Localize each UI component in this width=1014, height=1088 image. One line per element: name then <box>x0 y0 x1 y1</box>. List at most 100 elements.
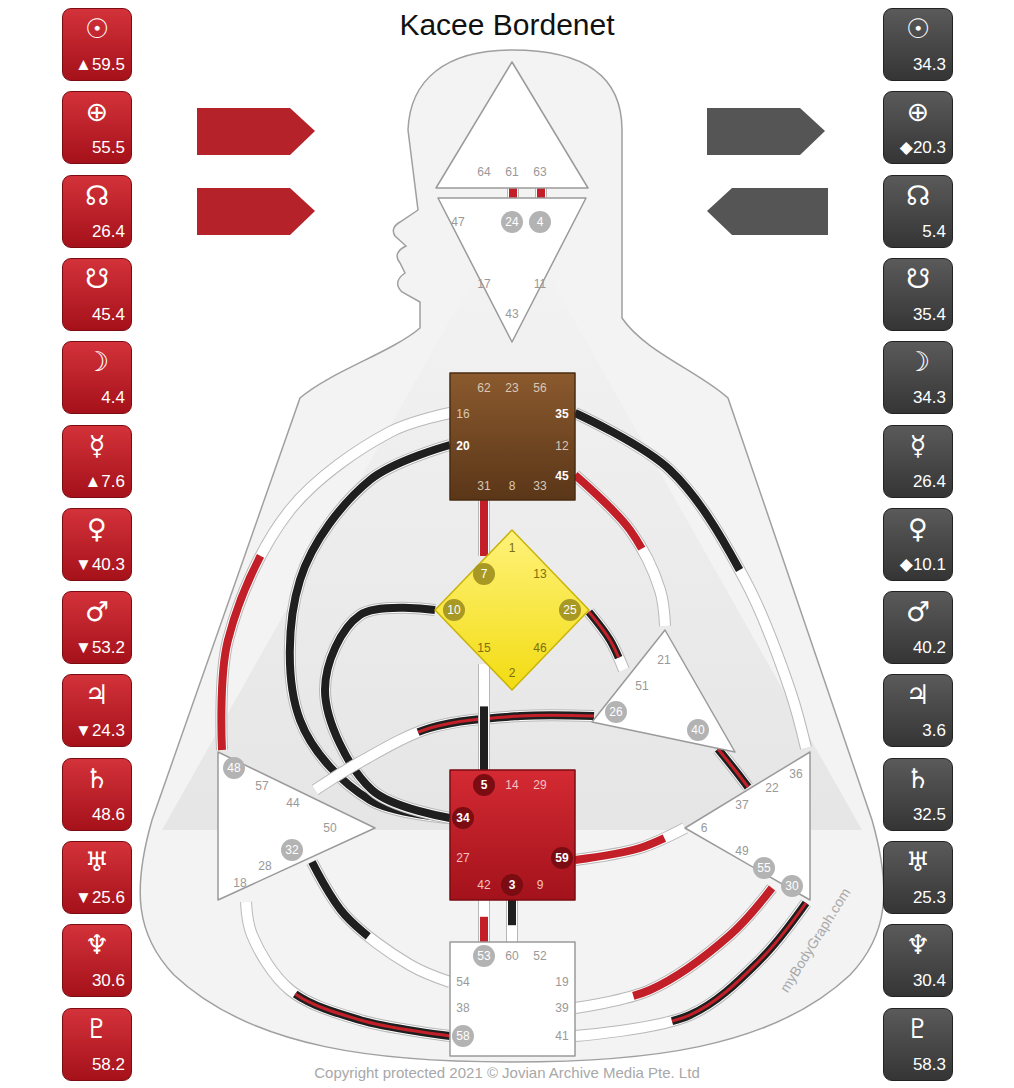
gate-number: 60 <box>501 945 523 967</box>
channel <box>512 900 513 942</box>
gate-number: 17 <box>473 273 495 295</box>
gate-number: 64 <box>473 161 495 183</box>
gate-number: 35 <box>551 403 573 425</box>
gate-line-value: ▼25.6 <box>75 888 125 908</box>
channel <box>718 749 748 787</box>
gate-number: 3 <box>501 874 523 896</box>
channel-design <box>589 612 624 670</box>
gate-number: 48 <box>223 757 245 779</box>
gate-number: 28 <box>254 855 276 877</box>
gate-number: 21 <box>653 649 675 671</box>
planet-symbol: ♀ <box>908 513 928 545</box>
channel-tube <box>506 900 518 942</box>
channel <box>246 902 450 1036</box>
channel-tube <box>312 862 450 982</box>
gate-number: 27 <box>452 847 474 869</box>
gate-number: 41 <box>551 1025 573 1047</box>
center-shape: 48574450322818 <box>218 752 375 900</box>
channel-tube <box>479 500 489 556</box>
planet-box: ♀▼40.3 <box>62 508 132 581</box>
planet-symbol: ☉ <box>906 13 930 45</box>
gate-line-value: 35.4 <box>913 305 946 325</box>
center-shape: 47244171143 <box>438 198 586 342</box>
gate-number: 56 <box>529 377 551 399</box>
planet-box: ☽4.4 <box>62 341 132 414</box>
planet-box: ☿▲7.6 <box>62 425 132 498</box>
channel-tube <box>246 902 450 1036</box>
gate-number: 8 <box>501 475 523 497</box>
gate-number: 50 <box>319 817 341 839</box>
gate-number: 30 <box>781 875 803 897</box>
planet-symbol: ♃ <box>906 679 930 711</box>
gate-number: 9 <box>529 874 551 896</box>
channel-design <box>312 862 450 982</box>
gate-line-value: 26.4 <box>913 472 946 492</box>
gate-number: 20 <box>452 435 474 457</box>
gate-number: 2 <box>501 662 523 684</box>
gate-number: 25 <box>559 599 581 621</box>
gate-number: 32 <box>281 839 303 861</box>
gate-number: 33 <box>529 475 551 497</box>
channel-design <box>718 749 748 787</box>
gate-line-value: ▼53.2 <box>75 638 125 658</box>
planet-box: ⊕55.5 <box>62 91 132 164</box>
gate-number: 16 <box>452 403 474 425</box>
gate-number: 57 <box>251 775 273 797</box>
gate-number: 13 <box>529 563 551 585</box>
channel-tube <box>575 475 665 626</box>
center-shape: 646163 <box>436 62 588 188</box>
planet-box: ♆30.6 <box>62 924 132 997</box>
center-polygon <box>450 942 575 1056</box>
gate-number: 45 <box>551 465 573 487</box>
planet-box: ♄48.6 <box>62 758 132 831</box>
gate-number: 37 <box>731 794 753 816</box>
gate-line-value: 34.3 <box>913 55 946 75</box>
gate-line-value: 45.4 <box>92 305 125 325</box>
planet-box: ☽34.3 <box>883 341 953 414</box>
center-polygon <box>685 752 810 900</box>
planet-symbol: ♂ <box>85 596 109 628</box>
channel-tube <box>507 900 517 942</box>
planet-box: ♇58.3 <box>883 1008 953 1081</box>
planet-symbol: ⊕ <box>907 96 930 128</box>
planet-box: ☊26.4 <box>62 175 132 248</box>
personality-arrow <box>197 188 315 235</box>
gate-line-value: 4.4 <box>101 388 125 408</box>
planet-box: ☿26.4 <box>883 425 953 498</box>
gate-number: 44 <box>282 792 304 814</box>
gate-number: 7 <box>473 563 495 585</box>
planet-symbol: ⊕ <box>86 96 109 128</box>
channel-personality <box>575 475 665 626</box>
channel <box>589 612 624 670</box>
channel-tube <box>246 902 450 1036</box>
planet-symbol: ♆ <box>85 929 109 961</box>
channel-design <box>325 608 450 818</box>
channel-tube <box>325 608 450 818</box>
center-polygon <box>435 530 589 690</box>
center-shape: 514293427594239 <box>450 770 575 900</box>
channel-personality <box>246 902 450 1036</box>
planet-symbol: ♄ <box>906 763 930 795</box>
planet-symbol: ☽ <box>906 346 930 378</box>
gate-number: 63 <box>529 161 551 183</box>
personality-arrow <box>197 108 315 155</box>
gate-line-value: ▼40.3 <box>75 555 125 575</box>
gate-number: 40 <box>687 719 709 741</box>
planet-box: ☊5.4 <box>883 175 953 248</box>
copyright-note: Copyright protected 2021 © Jovian Archiv… <box>0 1064 1014 1081</box>
center-polygon <box>450 373 575 500</box>
planet-symbol: ♅ <box>906 846 930 878</box>
channel-personality <box>480 500 488 556</box>
gate-line-value: 5.4 <box>922 222 946 242</box>
channel-tube <box>478 900 490 942</box>
gate-number: 31 <box>473 475 495 497</box>
planet-box: ⊕◆20.3 <box>883 91 953 164</box>
planet-box: ♂ ▼53.2 <box>62 591 132 664</box>
planet-box: ☉▲59.5 <box>62 8 132 81</box>
gate-number: 46 <box>529 637 551 659</box>
channel-tube <box>479 900 489 942</box>
center-shape: 1713102515462 <box>435 530 589 690</box>
planet-box: ♂40.2 <box>883 591 953 664</box>
channel-design <box>480 664 488 770</box>
gate-number: 58 <box>452 1025 474 1047</box>
